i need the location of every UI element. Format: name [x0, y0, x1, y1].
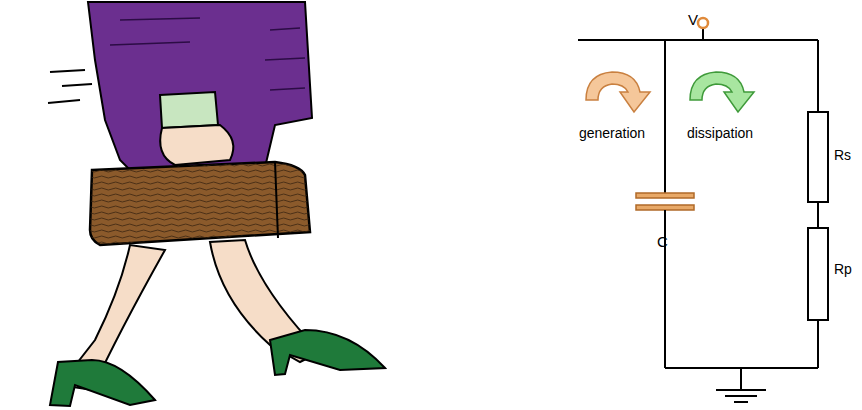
ground-symbol	[716, 389, 766, 391]
dissipation-arrow	[690, 72, 754, 112]
terminal-label: V	[688, 12, 698, 27]
wire	[664, 40, 666, 196]
resistor-symbol	[808, 112, 828, 202]
top-wire	[578, 39, 818, 41]
component-label: C	[657, 234, 668, 249]
arrow-label: dissipation	[687, 126, 753, 140]
wire	[817, 202, 819, 228]
terminal	[698, 18, 708, 28]
terminal-stem	[702, 28, 704, 40]
capacitor-plate	[636, 193, 694, 198]
wire	[817, 320, 819, 368]
ground-symbol	[734, 401, 748, 403]
generation-arrow	[586, 72, 650, 112]
ground-symbol	[725, 395, 757, 397]
component-label: Rs	[834, 148, 851, 162]
resistor-symbol	[808, 228, 828, 320]
component-label: Rp	[834, 262, 852, 276]
ground-stem	[740, 368, 742, 390]
walking-woman	[48, 2, 385, 406]
wire	[817, 40, 819, 112]
circuit-schematic	[578, 18, 828, 402]
capacitor-plate	[636, 205, 694, 210]
arrow-label: generation	[579, 126, 645, 140]
